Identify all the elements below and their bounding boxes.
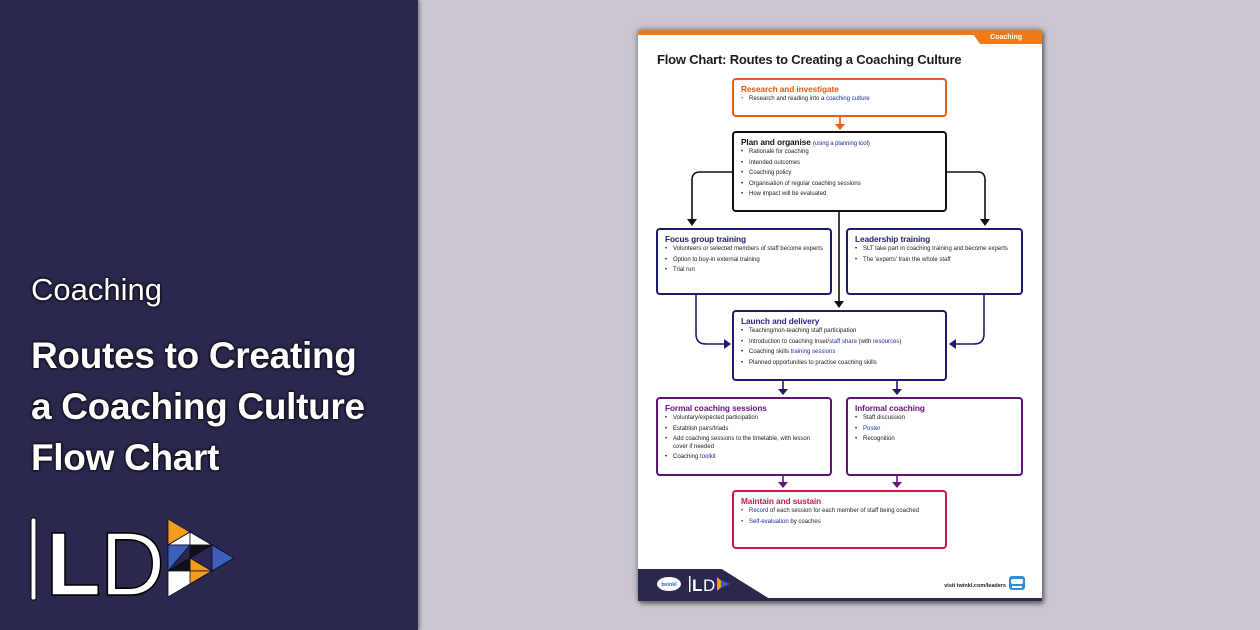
node-item: Add coaching sessions to the timetable, … [665, 436, 823, 451]
node-item: The 'experts' train the whole staff [855, 257, 1014, 265]
toolkit-link[interactable]: toolkit [700, 454, 716, 461]
doc-footer: twinkl L D visit twinkl.com/leaders [638, 569, 1042, 601]
node-focus-group: Focus group training Volunteers or selec… [656, 228, 832, 295]
footer-url[interactable]: visit twinkl.com/leaders [944, 583, 1006, 589]
svg-text:D: D [703, 576, 715, 594]
banner-title: Routes to Creating a Coaching Culture Fl… [31, 330, 411, 483]
node-item: Rationale for coaching [741, 149, 938, 157]
banner-title-line: Routes to Creating [31, 335, 357, 376]
node-informal-coaching: Informal coaching Staff discussion Poste… [846, 397, 1023, 476]
node-heading: Launch and delivery [741, 316, 820, 326]
node-heading: Formal coaching sessions [665, 403, 767, 413]
node-item: Staff discussion [855, 415, 1014, 423]
node-item: Coaching policy [741, 170, 938, 178]
node-item: SLT take part in coaching training and b… [855, 246, 1014, 254]
training-sessions-link[interactable]: training sessions [790, 349, 836, 356]
subject-label: Coaching [31, 272, 162, 307]
node-item: Intended outcomes [741, 160, 938, 168]
node-item: Introduction to coaching Inset/staff sha… [741, 339, 938, 347]
twinkl-badge-icon [1009, 576, 1025, 590]
heading-text: Plan and organise [741, 137, 811, 147]
node-heading: Plan and organise (using a planning tool… [741, 137, 938, 147]
item-text: Coaching [673, 454, 701, 461]
node-item: Establish pairs/triads [665, 426, 823, 434]
node-item: Teaching/non-teaching staff participatio… [741, 328, 938, 336]
coaching-culture-link[interactable]: coaching culture [826, 96, 870, 102]
node-heading: Focus group training [665, 234, 746, 244]
svg-text:D: D [100, 515, 165, 605]
ld-logo-icon: L D [30, 515, 235, 605]
poster-link[interactable]: Poster [863, 425, 881, 432]
planning-tool-link[interactable]: (using a planning tool) [812, 141, 870, 147]
banner-title-line: Flow Chart [31, 437, 220, 478]
node-item: Trial run [665, 267, 823, 275]
node-item: Option to buy-in external training [665, 257, 823, 265]
node-item: Planned opportunities to practise coachi… [741, 360, 938, 368]
node-maintain: Maintain and sustain Record of each sess… [732, 490, 947, 549]
node-launch: Launch and delivery Teaching/non-teachin… [732, 310, 947, 381]
flowchart-document: Coaching Flow Chart: Routes to Creating … [638, 30, 1042, 601]
node-heading: Informal coaching [855, 403, 925, 413]
node-item: Voluntary/expected participation [665, 415, 823, 423]
node-heading: Leadership training [855, 234, 931, 244]
doc-title: Flow Chart: Routes to Creating a Coachin… [657, 52, 962, 67]
self-evaluation-link[interactable]: Self-evaluation [749, 518, 789, 525]
staff-share-link[interactable]: staff share [829, 338, 857, 345]
node-heading: Maintain and sustain [741, 496, 822, 506]
svg-text:L: L [692, 576, 702, 594]
svg-text:L: L [46, 515, 101, 605]
item-text: Coaching skills [749, 349, 791, 356]
node-plan: Plan and organise (using a planning tool… [732, 131, 947, 212]
node-formal-coaching: Formal coaching sessions Voluntary/expec… [656, 397, 832, 476]
item-text: ) [899, 338, 902, 345]
node-item: Record of each session for each member o… [741, 508, 938, 516]
doc-top-bar [638, 30, 1042, 35]
item-text: (with [856, 338, 873, 345]
node-item: How impact will be evaluated [741, 191, 938, 199]
node-item: Organisation of regular coaching session… [741, 181, 938, 189]
item-text: Research and reading into a [749, 96, 827, 102]
item-text: of each session for each member of staff… [768, 508, 919, 514]
resources-link[interactable]: resources [872, 338, 900, 345]
node-item: Recognition [855, 436, 1014, 444]
doc-category-tab: Coaching [970, 30, 1042, 44]
item-text: Introduction to coaching Inset/ [749, 338, 830, 345]
node-item: Poster [855, 426, 1014, 434]
twinkl-cloud-icon [657, 577, 681, 591]
footer-bottom-band [638, 598, 1042, 601]
item-text: by coaches [788, 518, 821, 525]
node-item: Research and reading into a coaching cul… [741, 96, 938, 104]
node-research: Research and investigate Research and re… [732, 78, 947, 117]
item-text: Planned opportunities to practise coachi… [749, 359, 877, 366]
node-heading: Research and investigate [741, 84, 839, 94]
banner-panel: Coaching Routes to Creating a Coaching C… [0, 0, 418, 630]
banner-title-line: a Coaching Culture [31, 386, 365, 427]
item-text: Teaching/non-teaching staff participatio… [749, 328, 857, 334]
record-link[interactable]: Record [749, 508, 769, 514]
footer-brand-logos: twinkl L D [657, 576, 730, 594]
node-item: Coaching toolkit [665, 454, 823, 462]
node-item: Self-evaluation by coaches [741, 519, 938, 527]
node-leadership: Leadership training SLT take part in coa… [846, 228, 1023, 295]
node-item: Volunteers or selected members of staff … [665, 246, 823, 254]
node-item: Coaching skills training sessions [741, 349, 938, 357]
svg-text:twinkl: twinkl [661, 582, 677, 588]
